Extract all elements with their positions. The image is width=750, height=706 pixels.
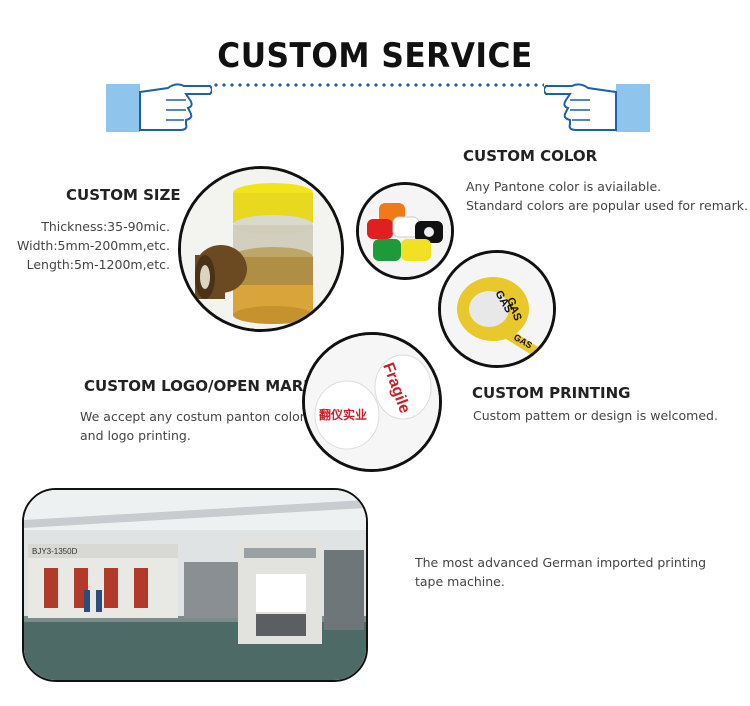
custom-size-image: [178, 166, 344, 332]
page-title: CUSTOM SERVICE: [217, 36, 533, 76]
length-spec: Length:5m-1200m,etc.: [26, 257, 170, 272]
pointing-hand-right-icon: [106, 83, 212, 132]
custom-color-description: Any Pantone color is aviailable. Standar…: [466, 177, 748, 215]
machine-caption: The most advanced German imported printi…: [415, 553, 706, 591]
standard-colors-line: Standard colors are popular used for rem…: [466, 198, 748, 213]
custom-color-heading: CUSTOM COLOR: [463, 147, 598, 165]
logo-line-1: We accept any costum panton color.: [80, 409, 308, 424]
custom-printing-heading: CUSTOM PRINTING: [472, 384, 631, 402]
logo-tape-image: 翻仪实业 Fragile: [302, 332, 442, 472]
dotted-divider: [212, 83, 544, 87]
machine-caption-line-2: tape machine.: [415, 574, 505, 589]
logo-line-2: and logo printing.: [80, 428, 191, 443]
thickness-spec: Thickness:35-90mic.: [41, 219, 170, 234]
custom-size-specs: Thickness:35-90mic. Width:5mm-200mm,etc.…: [0, 217, 170, 274]
width-spec: Width:5mm-200mm,etc.: [17, 238, 170, 253]
machine-model-label: BJY3-1350D: [32, 547, 78, 556]
custom-logo-heading: CUSTOM LOGO/OPEN MARK: [84, 377, 315, 395]
svg-text:翻仪实业: 翻仪实业: [319, 407, 367, 422]
custom-size-heading: CUSTOM SIZE: [66, 186, 181, 204]
custom-color-image: [356, 182, 454, 280]
printing-line: Custom pattem or design is welcomed.: [473, 408, 718, 423]
custom-printing-description: Custom pattem or design is welcomed.: [473, 406, 718, 425]
machine-caption-line-1: The most advanced German imported printi…: [415, 555, 707, 570]
custom-logo-description: We accept any costum panton color. and l…: [80, 407, 308, 445]
gas-tape-image: GAS GAS GAS: [438, 250, 556, 368]
printing-machine-photo: BJY3-1350D: [22, 488, 368, 682]
pointing-hand-left-icon: [544, 83, 650, 132]
pantone-line: Any Pantone color is aviailable.: [466, 179, 662, 194]
